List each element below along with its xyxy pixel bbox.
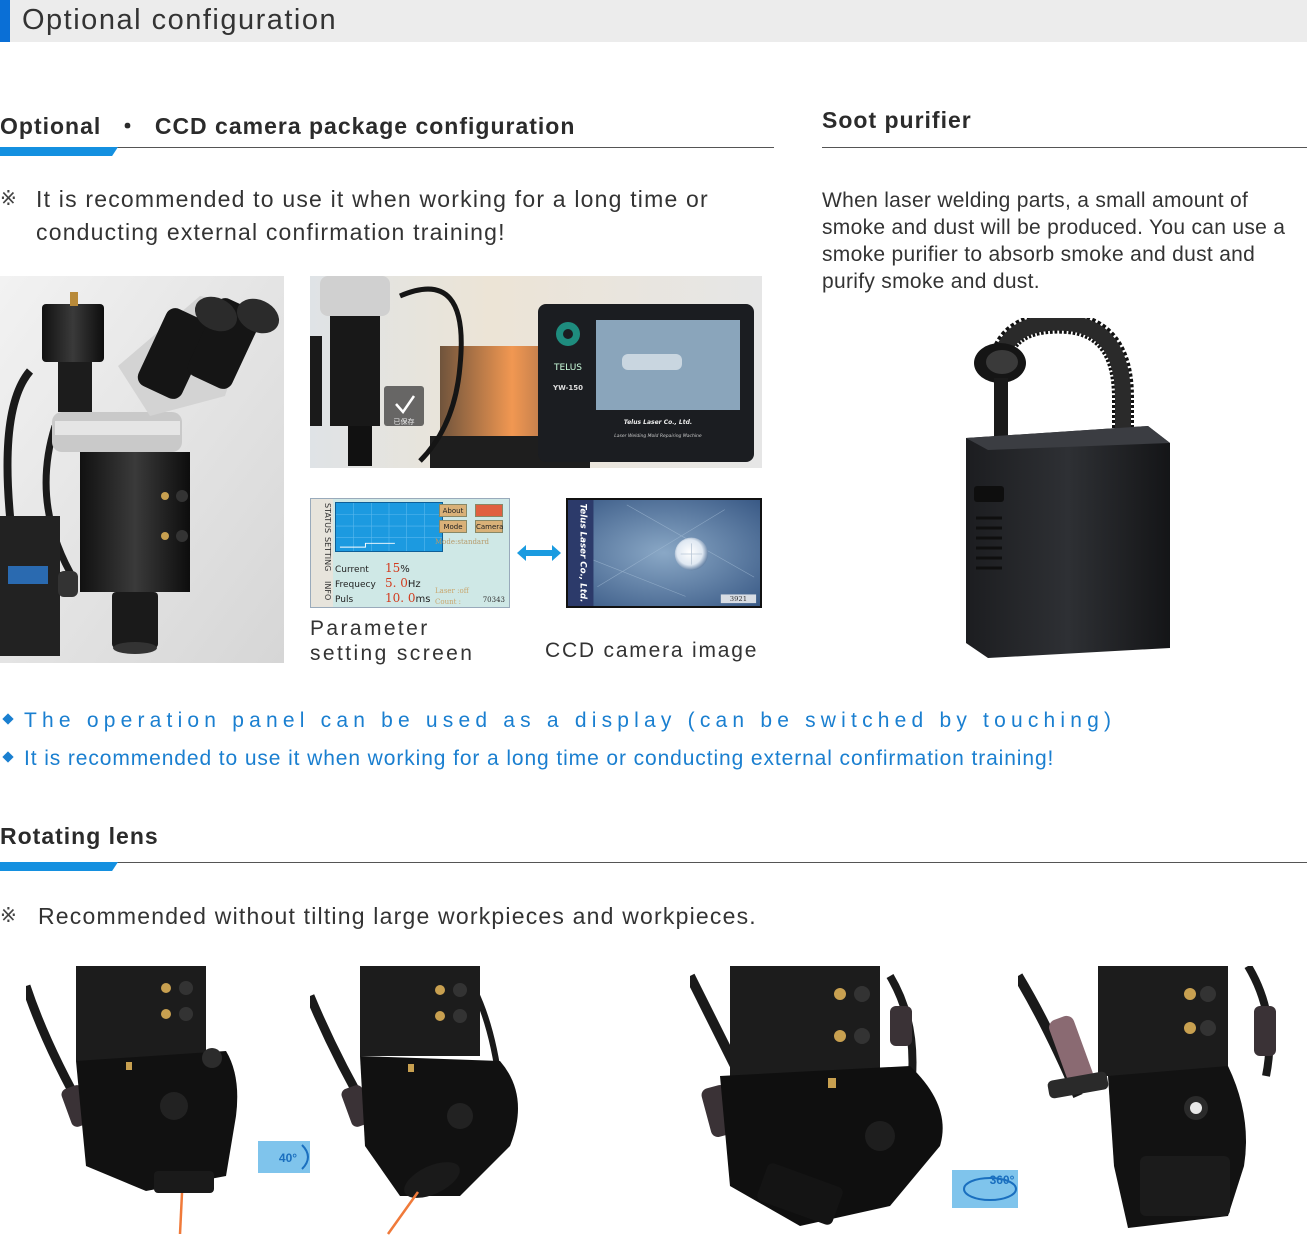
parameter-setting-screen: STATUS SETTING INFO About Mode Camera Mo… <box>310 498 510 608</box>
monitor-company: Telus Laser Co., Ltd. <box>624 419 692 426</box>
lens-photo-straight <box>26 966 242 1236</box>
ccd-section-rule <box>0 147 774 148</box>
microscope-camera-photo <box>0 276 284 663</box>
bullet-recommend: It is recommended to use it when working… <box>2 747 1055 771</box>
screen-mode-text: Mode:standard <box>435 538 489 546</box>
note-mark: ※ <box>0 188 18 210</box>
note-mark: ※ <box>0 905 18 927</box>
rotating-note-text: Recommended without tilting large workpi… <box>38 903 757 929</box>
rotate-label: 360° <box>990 1173 1015 1187</box>
screen-about-button: About <box>439 504 467 517</box>
header-accent-bar <box>0 0 10 42</box>
double-arrow-icon <box>517 545 561 561</box>
ccd-section-tab <box>0 147 118 156</box>
ccd-counter: 3921 <box>730 595 747 603</box>
lens-photo-front <box>690 966 952 1236</box>
bullet-display: The operation panel can be used as a dis… <box>2 709 1117 733</box>
waveform-graph <box>335 502 443 552</box>
bullet-display-text: The operation panel can be used as a dis… <box>24 709 1117 732</box>
screen-vertical-tabs: STATUS SETTING INFO <box>311 499 333 607</box>
ccd-note: ※ It is recommended to use it when worki… <box>0 183 800 249</box>
caption-parameter: Parameter setting screen <box>310 616 474 666</box>
screen-tab-info: INFO <box>323 581 332 601</box>
soot-purifier-photo <box>958 318 1178 660</box>
screen-laser-status: Laser :off <box>435 587 469 595</box>
bullet-recommend-text: It is recommended to use it when working… <box>24 747 1055 770</box>
ccd-section-title: Optional ・ CCD camera package configurat… <box>0 113 576 139</box>
rotating-note: ※ Recommended without tilting large work… <box>0 900 900 933</box>
screen-tab-status: STATUS <box>323 503 332 534</box>
screen-count-label: Count : <box>435 598 461 606</box>
screen-tab-setting: SETTING <box>323 537 332 572</box>
machine-monitor-photo: 已保存 TELUS YW-150 Telus Laser Co., Ltd. L… <box>310 276 762 468</box>
ccd-overlay-text: Telus Laser Co., Ltd. <box>578 504 588 603</box>
rotating-section-rule <box>0 862 1307 863</box>
screen-camera-button: Camera <box>475 520 503 533</box>
screen-count-value: 70343 <box>482 596 505 604</box>
caption-parameter-line1: Parameter <box>310 617 430 640</box>
monitor-brand: TELUS <box>553 363 582 373</box>
soot-section-rule <box>822 147 1307 148</box>
screen-mode-button: Mode <box>439 520 467 533</box>
monitor-model: YW-150 <box>552 384 583 392</box>
saved-label: 已保存 <box>394 417 415 426</box>
caption-parameter-line2: setting screen <box>310 642 475 665</box>
page-header: Optional configuration <box>0 0 1307 42</box>
page-title: Optional configuration <box>22 4 338 36</box>
ccd-note-text: It is recommended to use it when working… <box>36 186 709 245</box>
rotating-section-tab <box>0 862 118 871</box>
ccd-camera-image: Telus Laser Co., Ltd. 3921 <box>566 498 762 608</box>
tilt-label: 40° <box>279 1151 297 1165</box>
bullet-diamond-icon <box>2 713 14 726</box>
monitor-subtitle: Laser Welding Mold Repairing Machine <box>614 433 702 439</box>
caption-ccd: CCD camera image <box>545 639 759 662</box>
screen-power-button <box>475 504 503 517</box>
soot-description: When laser welding parts, a small amount… <box>822 189 1286 293</box>
soot-section-title: Soot purifier <box>822 107 972 133</box>
lens-photo-tilted <box>310 966 530 1236</box>
rotating-section-title: Rotating lens <box>0 823 159 849</box>
lens-photo-rotated <box>1018 966 1282 1236</box>
bullet-diamond-icon <box>2 751 14 764</box>
